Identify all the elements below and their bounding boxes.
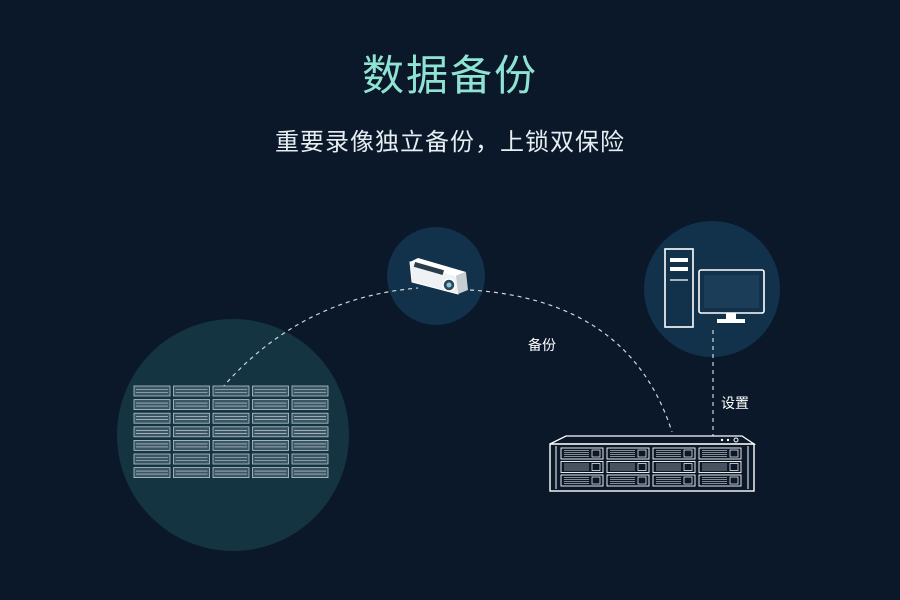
storage-unit xyxy=(252,385,289,397)
drive-bay xyxy=(652,447,696,460)
storage-unit xyxy=(252,467,289,479)
rack-server-icon xyxy=(549,435,757,492)
camera-to-storage-line xyxy=(221,287,419,389)
storage-unit xyxy=(291,453,329,465)
storage-unit xyxy=(291,467,329,479)
storage-unit xyxy=(173,412,210,424)
storage-unit xyxy=(291,439,329,451)
storage-unit xyxy=(133,412,171,424)
storage-unit xyxy=(173,426,210,438)
storage-unit xyxy=(212,399,250,411)
storage-unit xyxy=(173,467,210,479)
storage-unit xyxy=(291,385,329,397)
security-camera-icon xyxy=(409,258,468,295)
drive-bay xyxy=(606,461,650,473)
storage-unit xyxy=(212,412,250,424)
desktop-computer-icon xyxy=(664,248,765,328)
drive-bay xyxy=(698,461,742,473)
drive-bay xyxy=(652,461,696,473)
storage-unit xyxy=(133,467,171,479)
storage-unit xyxy=(133,399,171,411)
storage-unit xyxy=(133,385,171,397)
storage-unit xyxy=(291,412,329,424)
drive-bay xyxy=(560,461,604,473)
camera-to-nas-line xyxy=(469,289,673,433)
storage-unit xyxy=(173,399,210,411)
storage-unit xyxy=(133,453,171,465)
storage-unit xyxy=(212,453,250,465)
backup-label: 备份 xyxy=(528,337,556,354)
drive-bay xyxy=(606,447,650,460)
drive-bay xyxy=(560,474,604,487)
drive-bay xyxy=(560,447,604,460)
drive-bay xyxy=(652,474,696,487)
storage-unit xyxy=(173,439,210,451)
storage-unit xyxy=(252,439,289,451)
storage-unit xyxy=(173,453,210,465)
storage-unit xyxy=(252,426,289,438)
storage-unit xyxy=(252,412,289,424)
page-subtitle: 重要录像独立备份，上锁双保险 xyxy=(275,128,625,156)
page-title: 数据备份 xyxy=(361,51,538,100)
storage-unit xyxy=(212,385,250,397)
storage-unit xyxy=(252,399,289,411)
storage-unit xyxy=(173,385,210,397)
storage-unit xyxy=(133,426,171,438)
storage-unit xyxy=(252,453,289,465)
storage-unit xyxy=(212,439,250,451)
drive-bay xyxy=(698,447,742,460)
storage-unit xyxy=(291,426,329,438)
storage-unit xyxy=(212,467,250,479)
storage-unit xyxy=(212,426,250,438)
settings-label: 设置 xyxy=(721,396,749,412)
storage-unit xyxy=(291,399,329,411)
drive-bay xyxy=(698,474,742,487)
storage-array-icon xyxy=(133,385,329,479)
storage-unit xyxy=(133,439,171,451)
drive-bay xyxy=(606,474,650,487)
